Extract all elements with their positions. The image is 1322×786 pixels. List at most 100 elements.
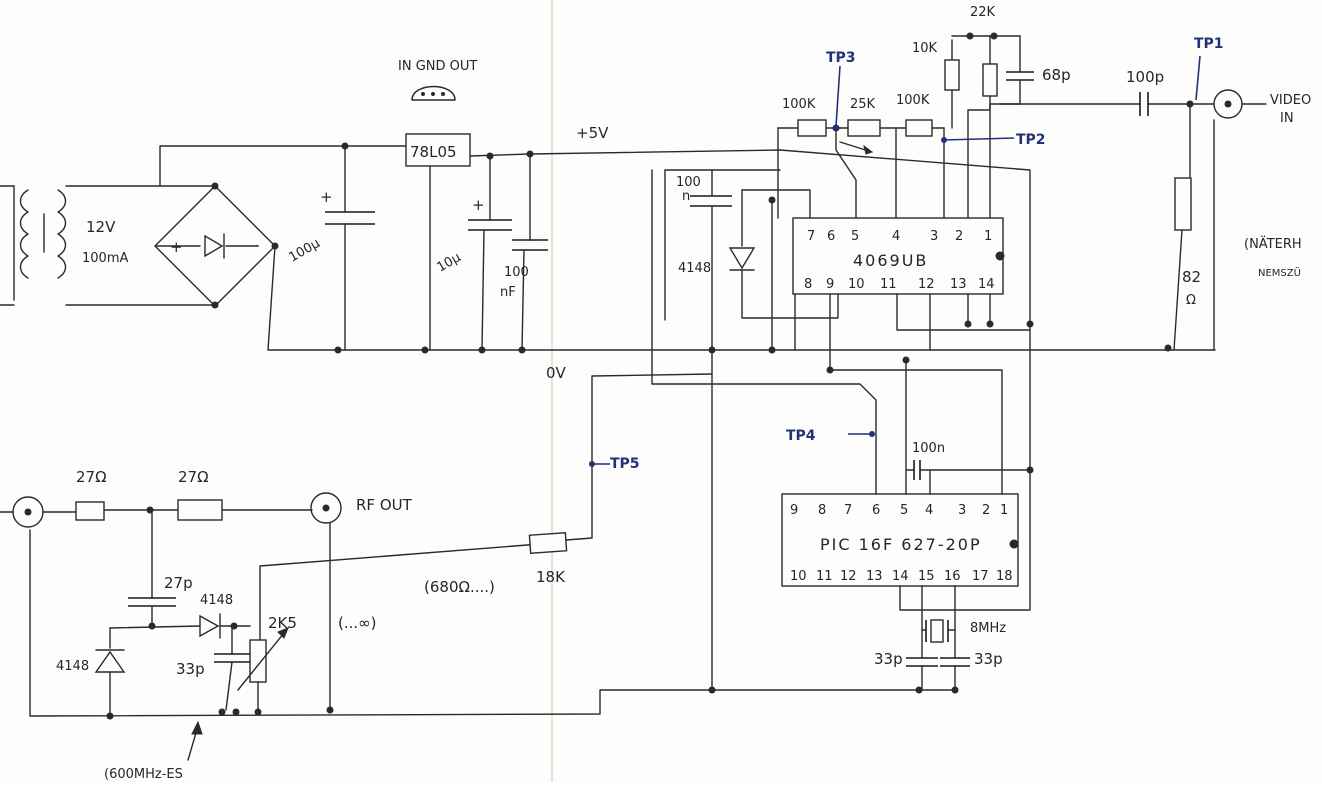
transformer [0, 185, 67, 306]
tp3-label: TP3 [826, 50, 856, 66]
bottom-ground-rail [29, 529, 956, 717]
ic2-pin-12: 12 [840, 569, 857, 584]
cap-27p [128, 509, 176, 630]
svg-text:-: - [254, 236, 259, 254]
diode-4148-rf [199, 613, 251, 639]
zero-volt-label: 0V [546, 364, 567, 382]
ic2-pin-7: 7 [844, 503, 852, 518]
cap-100n-pic [905, 460, 1031, 495]
ic2-pin-6: 6 [872, 503, 880, 518]
regulator-pinout-icon [411, 85, 456, 101]
plus5v-rail [469, 149, 1031, 471]
cap-100p [1139, 92, 1215, 116]
trimmer-2k5-label: 2K5 [268, 614, 297, 632]
cap-100n-4069-value-b: n [682, 189, 690, 204]
regulator-label: 78L05 [410, 143, 457, 161]
ic2-pin-16: 16 [944, 569, 961, 584]
resistor-100k-b [895, 119, 945, 219]
cap-10u-value: 10µ [435, 250, 464, 275]
ic2-pin-2: 2 [982, 503, 990, 518]
cap-33p-rf-label: 33p [176, 660, 205, 678]
ic2-pin-14: 14 [892, 569, 909, 584]
resistor-10k [944, 39, 960, 129]
resistor-27-a-label: 27Ω [76, 468, 107, 486]
test-point-2 [941, 137, 1015, 143]
cap-33p-b [940, 629, 970, 694]
ic2-pin-5: 5 [900, 503, 908, 518]
resistor-82-label: 82 [1182, 268, 1201, 286]
matching-note: (NÄTERH [1244, 236, 1302, 252]
cap-100n-value-a: 100 [504, 265, 529, 280]
trimmer-2k5 [232, 543, 541, 716]
cap-33p-b-label: 33p [974, 650, 1003, 668]
ic1-pin-12: 12 [918, 277, 935, 292]
ic1-pin-6: 6 [827, 229, 835, 244]
cap-68p [999, 35, 1034, 105]
resistor-100k-b-label: 100K [896, 93, 930, 108]
annotation-arrow [187, 720, 203, 761]
ic1-pin-14: 14 [978, 277, 995, 292]
test-point-5 [589, 461, 610, 467]
tp1-label: TP1 [1194, 36, 1224, 52]
diode-4148-shunt-label: 4148 [56, 659, 89, 674]
resistor-22k-label: 22K [970, 5, 996, 20]
regulator-78l05 [405, 133, 471, 354]
rf-out-jack [310, 492, 342, 714]
diode-4148-shunt [94, 627, 126, 720]
matching-note-2: NEMSZÜ [1258, 266, 1301, 279]
svg-text:+: + [320, 188, 333, 206]
cap-68p-label: 68p [1042, 66, 1071, 84]
video-in-label-a: VIDEO [1270, 93, 1311, 108]
ic2-pin-13: 13 [866, 569, 883, 584]
resistor-27-ohm-b [177, 499, 313, 521]
ic1-pin-5: 5 [851, 229, 859, 244]
resistor-22k [951, 32, 1021, 219]
ic2-pin-15: 15 [918, 569, 935, 584]
wire-pic-pin6 [651, 169, 877, 495]
trimmer-25k [835, 119, 907, 219]
resistor-680-note: (680Ω....) [424, 578, 495, 596]
cap-100n-4069-value-a: 100 [676, 175, 701, 190]
cap-33p-a-label: 33p [874, 650, 903, 668]
ic1-name: 4069UB [853, 251, 928, 270]
tp5-label: TP5 [610, 456, 640, 472]
resistor-82-ohm [1164, 100, 1194, 352]
bottom-note: (600MHz-ES [104, 767, 183, 782]
video-in-label-b: IN [1280, 111, 1294, 126]
ic1-pin-11: 11 [880, 277, 897, 292]
resistor-18k-label: 18K [536, 568, 566, 586]
rf-out-label: RF OUT [356, 496, 413, 514]
test-point-4 [848, 431, 875, 437]
ic1-pin-1: 1 [984, 229, 992, 244]
svg-text:+: + [472, 196, 485, 214]
plus5v-label: +5V [576, 124, 609, 142]
resistor-18k [528, 373, 713, 554]
ic2-pin-10: 10 [790, 569, 807, 584]
video-in-jack [1213, 89, 1267, 351]
test-point-1 [1195, 55, 1201, 101]
ic1-pin-4: 4 [892, 229, 900, 244]
resistor-100k-a [777, 119, 841, 137]
bulk-capacitor: + [320, 142, 375, 354]
ic2-pin-8: 8 [818, 503, 826, 518]
ic2-name: PIC 16F 627-20P [820, 535, 982, 554]
resistor-82-unit: Ω [1186, 293, 1196, 308]
ground-rail [267, 245, 1216, 351]
ic1-pin-2: 2 [955, 229, 963, 244]
test-point-3 [833, 65, 841, 131]
cap-100n-4069 [690, 169, 732, 354]
trimmer-25k-label: 25K [850, 97, 876, 112]
ic1-pin-13: 13 [950, 277, 967, 292]
crystal-label: 8MHz [970, 621, 1006, 636]
rail-bridge-plus [159, 145, 407, 187]
bridge-rectifier: + - [65, 182, 279, 309]
ic2-pin-9: 9 [790, 503, 798, 518]
ic2-pin-18: 18 [996, 569, 1013, 584]
tp4-label: TP4 [786, 428, 816, 444]
ic2-pin-4: 4 [925, 503, 933, 518]
resistor-27-ohm-a [75, 501, 179, 521]
crystal-8mhz [921, 585, 956, 643]
resistor-27-b-label: 27Ω [178, 468, 209, 486]
cap-100p-label: 100p [1126, 68, 1164, 86]
